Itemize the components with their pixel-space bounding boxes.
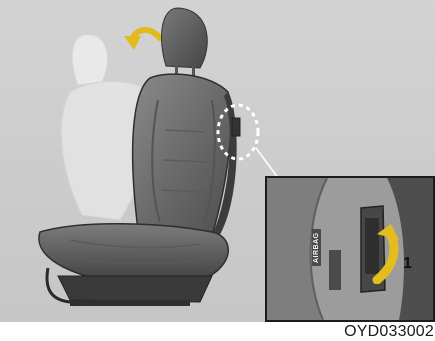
seat-cushion: [39, 224, 228, 306]
airbag-label: AIRBAG: [312, 229, 321, 266]
lever-detail: [267, 178, 433, 320]
recline-lever-inset: AIRBAG: [265, 176, 435, 322]
headrest-icon: [162, 8, 208, 79]
lever-arrow-icon: [367, 224, 407, 284]
figure-code: OYD033002: [342, 322, 434, 341]
callout-number: 1: [403, 255, 412, 273]
recline-arrow-icon: [124, 30, 160, 50]
illustration-background: AIRBAG 1: [0, 0, 435, 322]
seat-back: [133, 74, 237, 238]
